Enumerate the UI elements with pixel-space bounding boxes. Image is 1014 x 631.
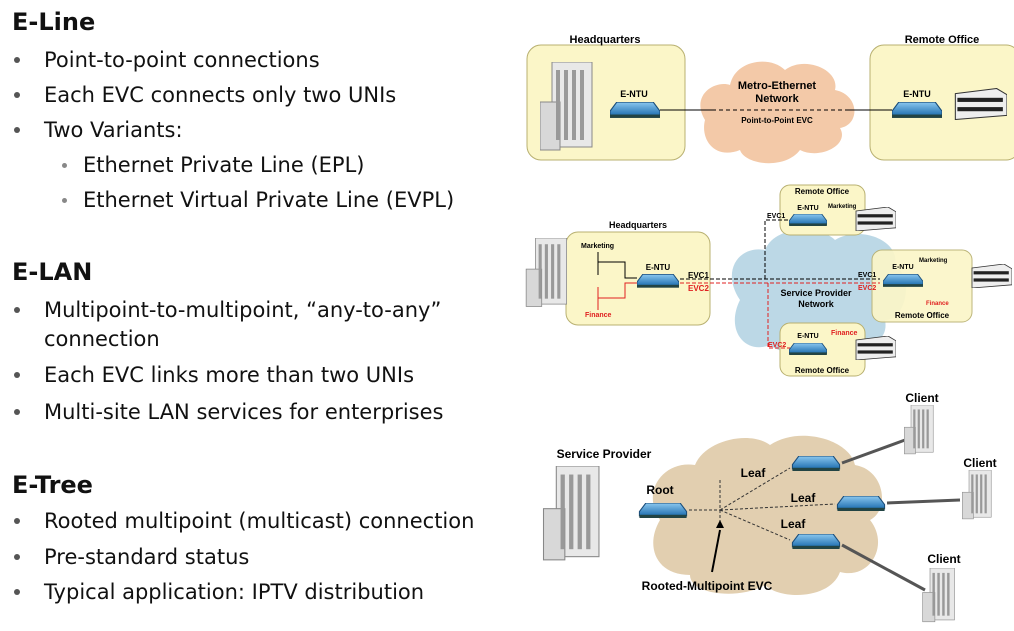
label-evc: Rooted-Multipoint EVC xyxy=(642,579,773,593)
label-cloud: Network xyxy=(798,299,835,309)
label-entu: E-NTU xyxy=(797,205,818,212)
label-entu: E-NTU xyxy=(646,263,671,272)
office-icon xyxy=(954,88,1007,120)
building-icon xyxy=(525,238,568,307)
label-headquarters: Headquarters xyxy=(609,220,667,230)
label-leaf: Leaf xyxy=(791,491,817,505)
section-title-elan: E-LAN xyxy=(12,258,93,286)
label-evc: Point-to-Point EVC xyxy=(741,116,813,125)
label-cloud: Network xyxy=(755,93,799,105)
client-building-icon xyxy=(922,568,955,623)
label-cloud: Service Provider xyxy=(780,288,852,298)
label-entu: E-NTU xyxy=(797,333,818,340)
section-title-eline: E-Line xyxy=(12,8,96,36)
entu-device-icon xyxy=(610,102,660,118)
label-entu: E-NTU xyxy=(620,89,648,99)
label-client: Client xyxy=(927,552,960,566)
building-icon xyxy=(542,466,600,561)
entu-device-icon xyxy=(637,274,679,288)
label-entu: E-NTU xyxy=(892,264,913,271)
label-leaf: Leaf xyxy=(741,466,767,480)
label-finance: Finance xyxy=(585,312,612,319)
entu-device-icon xyxy=(638,503,688,518)
cloud xyxy=(700,61,855,164)
label-marketing: Marketing xyxy=(828,204,857,210)
office-icon xyxy=(971,264,1012,288)
label-client: Client xyxy=(963,456,996,470)
entu-device-icon xyxy=(791,534,841,549)
cloud xyxy=(731,229,906,354)
entu-device-icon xyxy=(789,343,827,355)
label-evc2: EVC2 xyxy=(768,342,786,349)
office-icon xyxy=(855,336,896,360)
label-evc1: EVC1 xyxy=(858,272,876,279)
label-entu: E-NTU xyxy=(903,89,931,99)
eline-diagram: Headquarters Remote Office E-NTU E-NTU M… xyxy=(526,34,1014,164)
label-root: Root xyxy=(646,483,673,497)
label-remote-office: Remote Office xyxy=(895,311,950,320)
entu-device-icon xyxy=(892,102,942,118)
label-finance: Finance xyxy=(926,301,949,307)
label-remote-office: Remote Office xyxy=(795,366,850,375)
entu-device-icon xyxy=(883,274,923,287)
client-building-icon xyxy=(904,405,934,455)
label-evc2: EVC2 xyxy=(688,284,709,293)
elan-diagram: Headquarters Remote Office Remote Office… xyxy=(525,184,1012,377)
label-headquarters: Headquarters xyxy=(570,34,641,46)
etree-diagram: Service Provider Root Leaf Leaf Leaf Cli… xyxy=(542,391,997,623)
label-evc1: EVC1 xyxy=(767,213,785,220)
office-icon xyxy=(855,207,896,231)
label-finance: Finance xyxy=(831,330,858,337)
label-client: Client xyxy=(905,391,938,405)
entu-device-icon xyxy=(789,214,827,226)
section-title-etree: E-Tree xyxy=(12,471,93,499)
label-service-provider: Service Provider xyxy=(557,447,652,461)
label-evc2: EVC2 xyxy=(858,285,876,292)
label-remote-office: Remote Office xyxy=(905,34,980,46)
label-leaf: Leaf xyxy=(781,517,807,531)
cloud xyxy=(652,435,882,595)
label-remote-office: Remote Office xyxy=(795,187,850,196)
entu-device-icon xyxy=(836,496,886,511)
label-cloud: Metro-Ethernet xyxy=(738,80,817,92)
client-building-icon xyxy=(962,470,992,520)
label-marketing: Marketing xyxy=(581,243,614,250)
label-marketing: Marketing xyxy=(919,258,948,264)
entu-device-icon xyxy=(791,456,841,471)
label-evc1: EVC1 xyxy=(688,271,709,280)
